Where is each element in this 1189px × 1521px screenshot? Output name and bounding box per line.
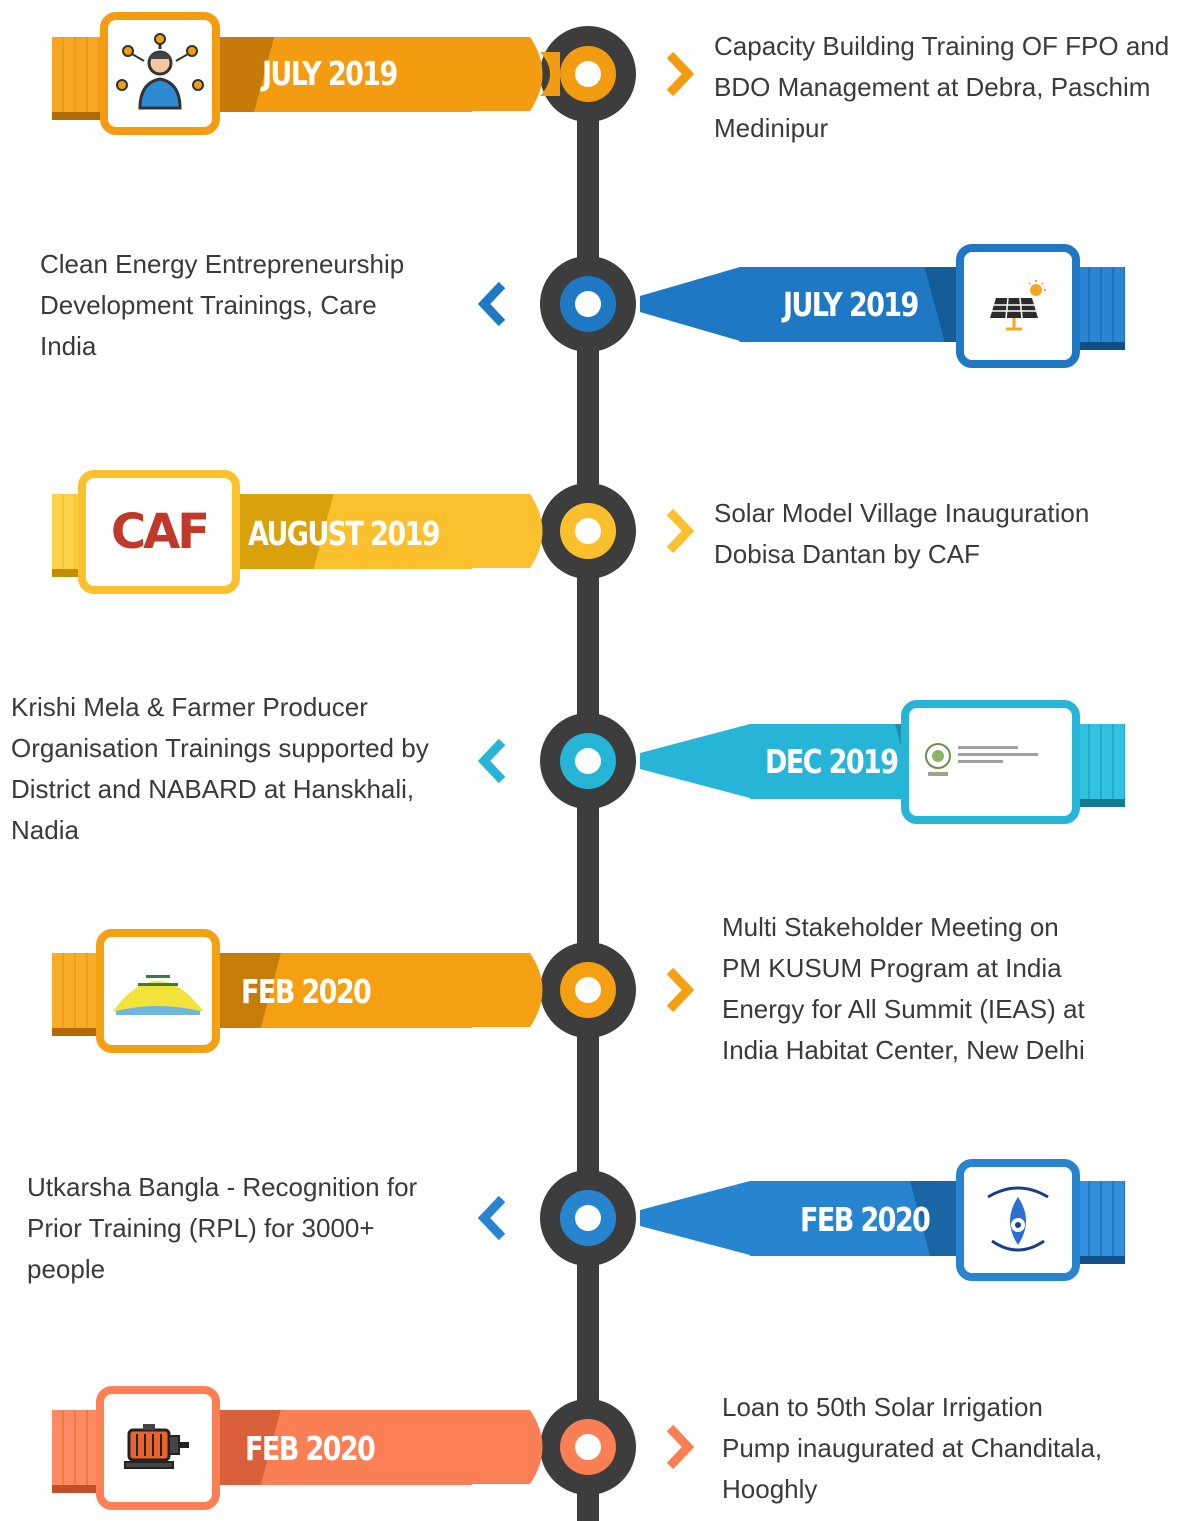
event-date-2: JULY 2019 (783, 285, 919, 324)
timeline-node-6 (540, 1170, 636, 1266)
chevron-right-icon (666, 508, 695, 554)
event-icon-box-5 (96, 929, 220, 1053)
nabard-logo (924, 743, 1038, 776)
capacity-building-person-icon (116, 32, 204, 109)
irrigation-pump-motor-icon (124, 1424, 189, 1469)
event-description-5: Multi Stakeholder Meeting on PM KUSUM Pr… (722, 912, 1085, 1065)
event-icon-box-2 (956, 244, 1080, 368)
timeline-node-4 (540, 713, 636, 809)
solar-panel-icon (990, 280, 1046, 331)
event-description-4: Krishi Mela & Farmer Producer Organisati… (11, 692, 429, 845)
event-date-4: DEC 2019 (765, 742, 899, 781)
chevron-left-icon (477, 1195, 506, 1241)
event-icon-box-6 (956, 1159, 1080, 1281)
chevron-right-icon (666, 51, 695, 97)
event-date-3: AUGUST 2019 (248, 514, 441, 553)
timeline-node-1 (540, 26, 636, 122)
kusum-logo (113, 975, 203, 1015)
utkarsh-bangla-logo (987, 1186, 1049, 1252)
event-description-7: Loan to 50th Solar Irrigation Pump inaug… (722, 1392, 1103, 1504)
chevron-left-icon (477, 281, 506, 327)
timeline-node-7 (540, 1399, 636, 1495)
timeline-node-3 (540, 483, 636, 579)
event-date-5: FEB 2020 (241, 972, 372, 1011)
caf-logo: CAF (110, 504, 210, 560)
event-date-7: FEB 2020 (245, 1429, 376, 1468)
chevron-left-icon (477, 738, 506, 784)
event-description-6: Utkarsha Bangla - Recognition for Prior … (27, 1172, 418, 1284)
event-icon-box-4 (901, 700, 1080, 824)
timeline-node-2 (540, 256, 636, 352)
chevron-right-icon (666, 967, 695, 1013)
event-icon-box-3: CAF (78, 470, 240, 594)
event-icon-box-7 (96, 1386, 220, 1510)
event-date-1: JULY 2019 (262, 54, 398, 93)
chevron-right-icon (666, 1424, 695, 1470)
event-description-2: Clean Energy Entrepreneurship Developmen… (40, 249, 405, 361)
event-date-6: FEB 2020 (800, 1200, 931, 1239)
event-description-3: Solar Model Village Inauguration Dobisa … (714, 498, 1090, 569)
event-icon-box-1 (100, 12, 220, 135)
timeline-node-5 (540, 942, 636, 1038)
event-description-1: Capacity Building Training OF FPO and BD… (714, 31, 1170, 143)
